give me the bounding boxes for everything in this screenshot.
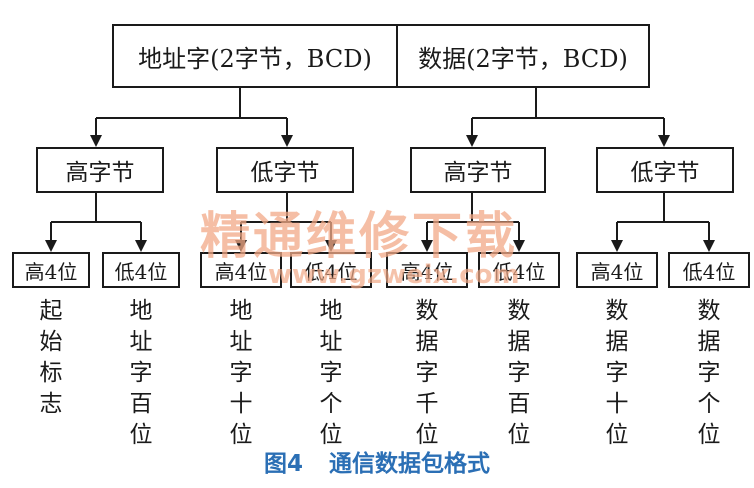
meaning-char: 百 [129, 391, 153, 417]
address-low-byte: 低字节 [216, 147, 354, 193]
byte-label: 低字节 [250, 160, 320, 186]
meaning-char: 字 [415, 360, 439, 386]
meaning-char: 位 [507, 422, 531, 448]
meaning-char: 十 [605, 391, 629, 417]
watermark-text: 精通维修下载 [200, 207, 518, 265]
nibble-label: 高4位 [24, 259, 78, 284]
meaning-char: 志 [39, 391, 63, 417]
arrowhead [703, 240, 715, 252]
meaning-char: 数 [605, 298, 629, 324]
nibble-label: 高4位 [400, 259, 454, 284]
meaning-char: 址 [129, 329, 153, 355]
nibble-box: 高4位 [576, 252, 658, 288]
nibble-meaning: 数 据 字 十 位 [600, 296, 634, 451]
meaning-char: 个 [697, 391, 721, 417]
meaning-char: 数 [697, 298, 721, 324]
arrowhead [611, 240, 623, 252]
meaning-char: 据 [415, 329, 439, 355]
arrowhead [325, 240, 337, 252]
nibble-label: 低4位 [492, 259, 546, 284]
meaning-char: 址 [229, 329, 253, 355]
arrowhead [90, 135, 102, 147]
data-high-byte: 高字节 [410, 147, 546, 193]
nibble-box: 低4位 [668, 252, 750, 288]
byte-label: 高字节 [65, 160, 135, 186]
meaning-char: 据 [697, 329, 721, 355]
address-high-byte: 高字节 [36, 147, 164, 193]
arrowhead [658, 135, 670, 147]
nibble-meaning: 地 址 字 个 位 [314, 296, 348, 451]
meaning-char: 标 [39, 360, 63, 386]
nibble-label: 高4位 [590, 259, 644, 284]
arrowhead [281, 135, 293, 147]
data-field-label: 数据(2字节，BCD) [418, 44, 628, 73]
meaning-char: 数 [507, 298, 531, 324]
nibble-label: 低4位 [304, 259, 358, 284]
meaning-char: 址 [319, 329, 343, 355]
meaning-char: 十 [229, 391, 253, 417]
meaning-char: 据 [507, 329, 531, 355]
meaning-char: 字 [319, 360, 343, 386]
arrowhead [135, 240, 147, 252]
address-field-label: 地址字(2字节，BCD) [138, 44, 372, 73]
nibble-box: 高4位 [386, 252, 468, 288]
meaning-char: 字 [605, 360, 629, 386]
nibble-label: 低4位 [114, 259, 168, 284]
meaning-char: 据 [605, 329, 629, 355]
nibble-box: 低4位 [290, 252, 372, 288]
meaning-char: 字 [697, 360, 721, 386]
meaning-char: 起 [39, 298, 63, 324]
packet-address-field: 地址字(2字节，BCD) [112, 24, 398, 88]
meaning-char: 个 [319, 391, 343, 417]
figure-title: 通信数据包格式 [329, 451, 490, 477]
nibble-label: 低4位 [682, 259, 736, 284]
nibble-box: 高4位 [200, 252, 282, 288]
meaning-char: 数 [415, 298, 439, 324]
figure-caption: 图4 通信数据包格式 [0, 444, 754, 478]
meaning-char: 位 [129, 422, 153, 448]
arrowhead [45, 240, 57, 252]
byte-label: 高字节 [443, 160, 513, 186]
meaning-char: 百 [507, 391, 531, 417]
nibble-meaning: 数 据 字 个 位 [692, 296, 726, 451]
meaning-char: 位 [319, 422, 343, 448]
arrowhead [466, 135, 478, 147]
meaning-char: 地 [129, 298, 153, 324]
nibble-meaning: 地 址 字 百 位 [124, 296, 158, 451]
nibble-meaning: 起 始 标 志 [34, 296, 68, 420]
meaning-char: 位 [229, 422, 253, 448]
meaning-char: 位 [415, 422, 439, 448]
meaning-char: 始 [39, 329, 63, 355]
nibble-box: 高4位 [12, 252, 90, 288]
arrowhead [421, 240, 433, 252]
nibble-box: 低4位 [102, 252, 180, 288]
meaning-char: 字 [129, 360, 153, 386]
nibble-meaning: 地 址 字 十 位 [224, 296, 258, 451]
nibble-meaning: 数 据 字 千 位 [410, 296, 444, 451]
meaning-char: 位 [605, 422, 629, 448]
byte-label: 低字节 [630, 160, 700, 186]
meaning-char: 字 [229, 360, 253, 386]
packet-data-field: 数据(2字节，BCD) [396, 24, 650, 88]
nibble-meaning: 数 据 字 百 位 [502, 296, 536, 451]
nibble-label: 高4位 [214, 259, 268, 284]
nibble-box: 低4位 [478, 252, 560, 288]
arrowhead [235, 240, 247, 252]
figure-number: 图4 [263, 451, 303, 477]
watermark-url: www.gzweix.com [268, 260, 520, 290]
arrowhead [513, 240, 525, 252]
meaning-char: 字 [507, 360, 531, 386]
meaning-char: 千 [415, 391, 439, 417]
meaning-char: 地 [319, 298, 343, 324]
meaning-char: 位 [697, 422, 721, 448]
data-low-byte: 低字节 [596, 147, 734, 193]
meaning-char: 地 [229, 298, 253, 324]
